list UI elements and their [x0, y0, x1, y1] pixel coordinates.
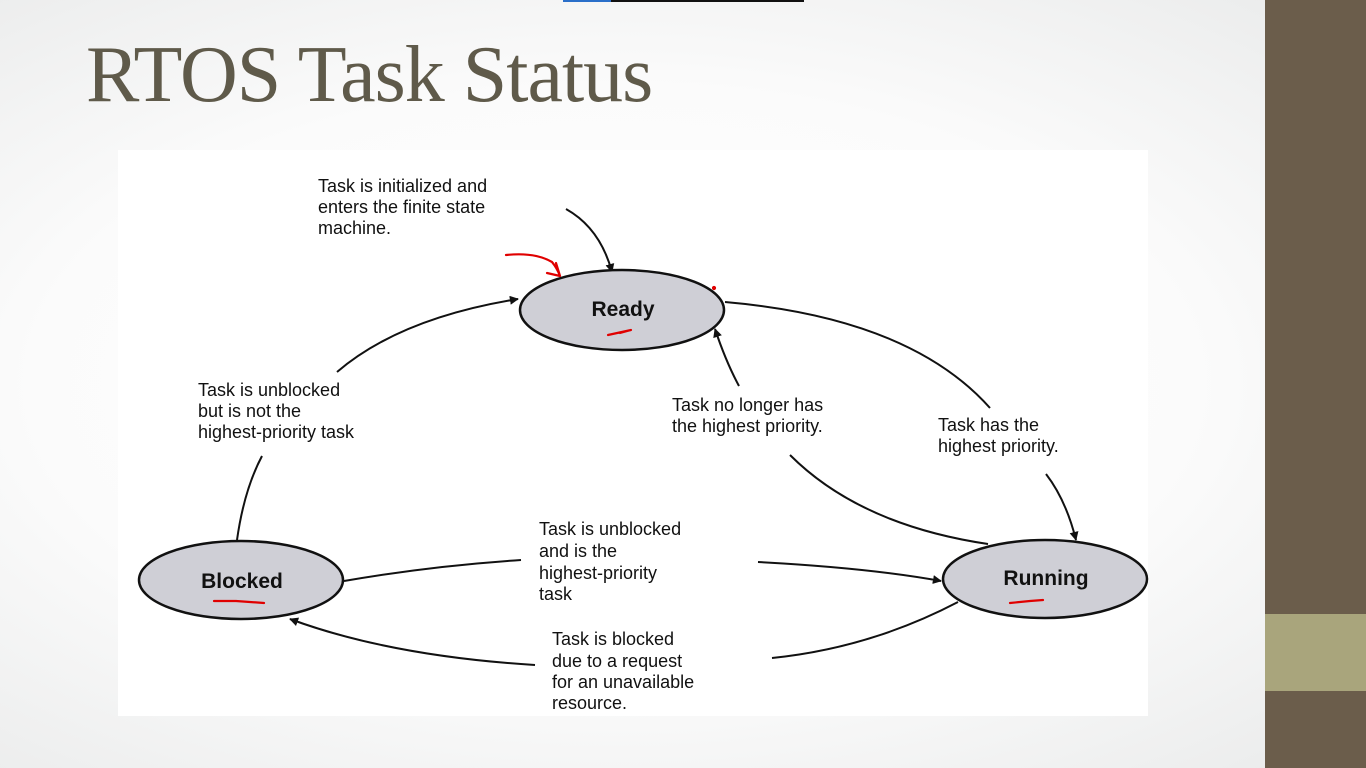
- state-running: Running: [941, 538, 1149, 620]
- edge-ready-to-running-label-line: Task has the: [938, 415, 1039, 435]
- state-ready-shape: [518, 268, 726, 352]
- annotation-underline-ready: [606, 328, 633, 337]
- annotation-underline-running: [1008, 598, 1045, 605]
- edge-blocked-to-ready-arrow-upper: [336, 295, 519, 373]
- edge-blocked-to-running-label-line: and is the: [539, 541, 617, 561]
- slide-title: RTOS Task Status: [86, 31, 653, 119]
- edge-init-label-line: Task is initialized and: [318, 176, 487, 196]
- edge-running-to-ready-label: Task no longer has the highest priority.: [672, 395, 828, 436]
- state-blocked: Blocked: [137, 539, 345, 621]
- edge-running-to-ready-arrow-lower: [789, 454, 989, 545]
- edge-running-to-blocked-label-line: resource.: [552, 693, 627, 713]
- edge-blocked-to-running-arrow-left: [343, 559, 522, 582]
- edge-blocked-to-running-arrow-right: [757, 561, 942, 584]
- edge-init-arrow: [565, 208, 615, 273]
- state-ready-label: Ready: [591, 298, 654, 321]
- state-blocked-label: Blocked: [201, 570, 283, 593]
- edge-ready-to-running-arrow-lower: [1045, 473, 1079, 541]
- annotation-arrow-mark: [504, 253, 562, 278]
- edge-blocked-to-ready-label-line: Task is unblocked: [198, 380, 340, 400]
- edge-running-to-ready-label-line: the highest priority.: [672, 416, 823, 436]
- edge-running-to-blocked-arrow-right: [771, 601, 959, 659]
- top-progress-track: [611, 0, 804, 2]
- side-decoration-accent: [1265, 614, 1366, 691]
- state-running-shape: [941, 538, 1149, 620]
- edge-running-to-blocked-label: Task is blocked due to a request for an …: [552, 629, 699, 713]
- edge-blocked-to-ready-label-line: but is not the: [198, 401, 301, 421]
- edge-ready-to-running-label: Task has the highest priority.: [938, 415, 1059, 456]
- edge-running-to-blocked-label-line: due to a request: [552, 651, 682, 671]
- edge-ready-to-running-arrow-upper: [724, 301, 991, 409]
- state-ready: Ready: [518, 268, 726, 352]
- edge-blocked-to-ready-arrow-lower: [236, 455, 263, 541]
- state-running-label: Running: [1003, 567, 1088, 590]
- edge-ready-to-running-label-line: highest priority.: [938, 436, 1059, 456]
- pen-annotations: [212, 253, 1045, 605]
- edge-running-to-ready-label-line: Task no longer has: [672, 395, 823, 415]
- edge-init-label-line: enters the finite state: [318, 197, 485, 217]
- edge-blocked-to-running-label-line: Task is unblocked: [539, 519, 681, 539]
- edge-blocked-to-running-label-line: highest-priority: [539, 563, 657, 583]
- edge-blocked-to-ready-label-line: highest-priority task: [198, 422, 355, 442]
- edge-running-to-blocked-label-line: Task is blocked: [552, 629, 674, 649]
- edge-init-label-line: machine.: [318, 218, 391, 238]
- edge-running-to-ready-arrow-upper: [713, 328, 740, 387]
- edge-init-label: Task is initialized and enters the finit…: [318, 176, 492, 238]
- top-progress-accent: [563, 0, 611, 2]
- annotation-underline-blocked: [212, 599, 266, 605]
- edge-blocked-to-ready-label: Task is unblocked but is not the highest…: [198, 380, 355, 442]
- annotation-dot: [711, 285, 717, 291]
- edge-running-to-blocked-arrow-left: [289, 617, 536, 666]
- edge-blocked-to-running-label: Task is unblocked and is the highest-pri…: [539, 519, 686, 604]
- edge-blocked-to-running-label-line: task: [539, 584, 573, 604]
- state-blocked-shape: [137, 539, 345, 621]
- edge-running-to-blocked-label-line: for an unavailable: [552, 672, 694, 692]
